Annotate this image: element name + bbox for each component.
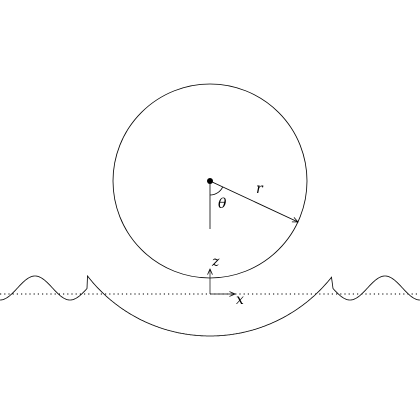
radius-label: r — [256, 181, 264, 197]
z-axis-label: z — [211, 254, 220, 270]
x-axis-label: x — [236, 292, 244, 308]
angle-arc — [209, 186, 224, 196]
angle-label: θ — [218, 196, 227, 212]
wavy-surface — [0, 274, 420, 337]
radius-vector — [209, 180, 298, 222]
